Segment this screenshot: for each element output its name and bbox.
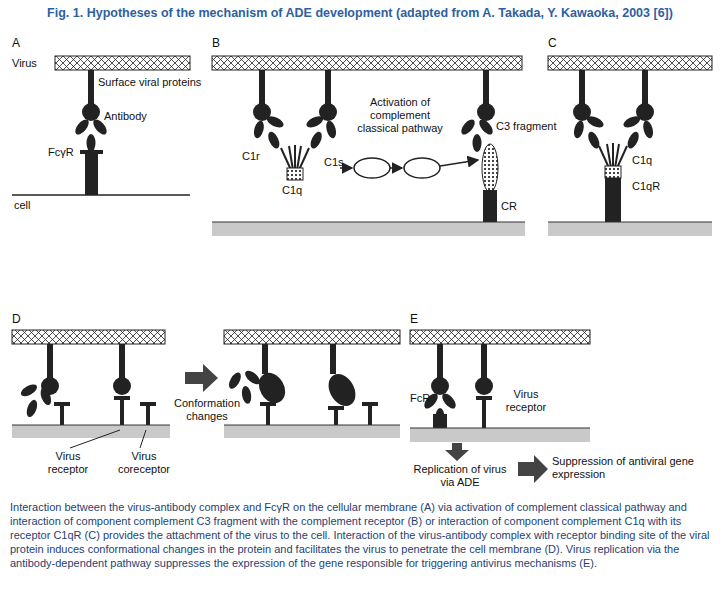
figure-label: A (12, 36, 20, 50)
figure-label: CR (501, 200, 517, 213)
figure-label: C1q (632, 154, 652, 167)
figure-label: C1s (324, 156, 344, 169)
figure-label: D (12, 312, 21, 326)
figure-label: C1q (282, 184, 302, 197)
figure-label: cell (14, 199, 31, 212)
figure-label: Virus coreceptor (112, 450, 176, 476)
figure-label: Virus (12, 57, 37, 70)
figure-caption: Interaction between the virus-antibody c… (10, 500, 710, 570)
figure-label: Activation of complement classical pathw… (350, 96, 450, 136)
figure-label: C1qR (632, 180, 660, 193)
figure-title: Fig. 1. Hypotheses of the mechanism of A… (4, 6, 716, 21)
figure-label: E (410, 312, 418, 326)
figure-label: C (548, 36, 557, 50)
figure-label: Replication of virus via ADE (405, 463, 515, 489)
figure-label: Surface viral proteins (98, 76, 201, 89)
figure-label: C1r (242, 150, 260, 163)
figure-label: FcR (410, 392, 430, 405)
figure-label: B (212, 36, 220, 50)
figure-label: Conformation changes (172, 397, 242, 423)
figure-label: FcγR (48, 146, 74, 159)
figure-label: C3 fragment (496, 120, 557, 133)
figure-label: Virus receptor (40, 450, 96, 476)
figure-label: Suppression of antiviral gene expression (552, 455, 712, 481)
figure-label: Antibody (104, 110, 147, 123)
figure-label: Virus receptor (498, 388, 554, 414)
